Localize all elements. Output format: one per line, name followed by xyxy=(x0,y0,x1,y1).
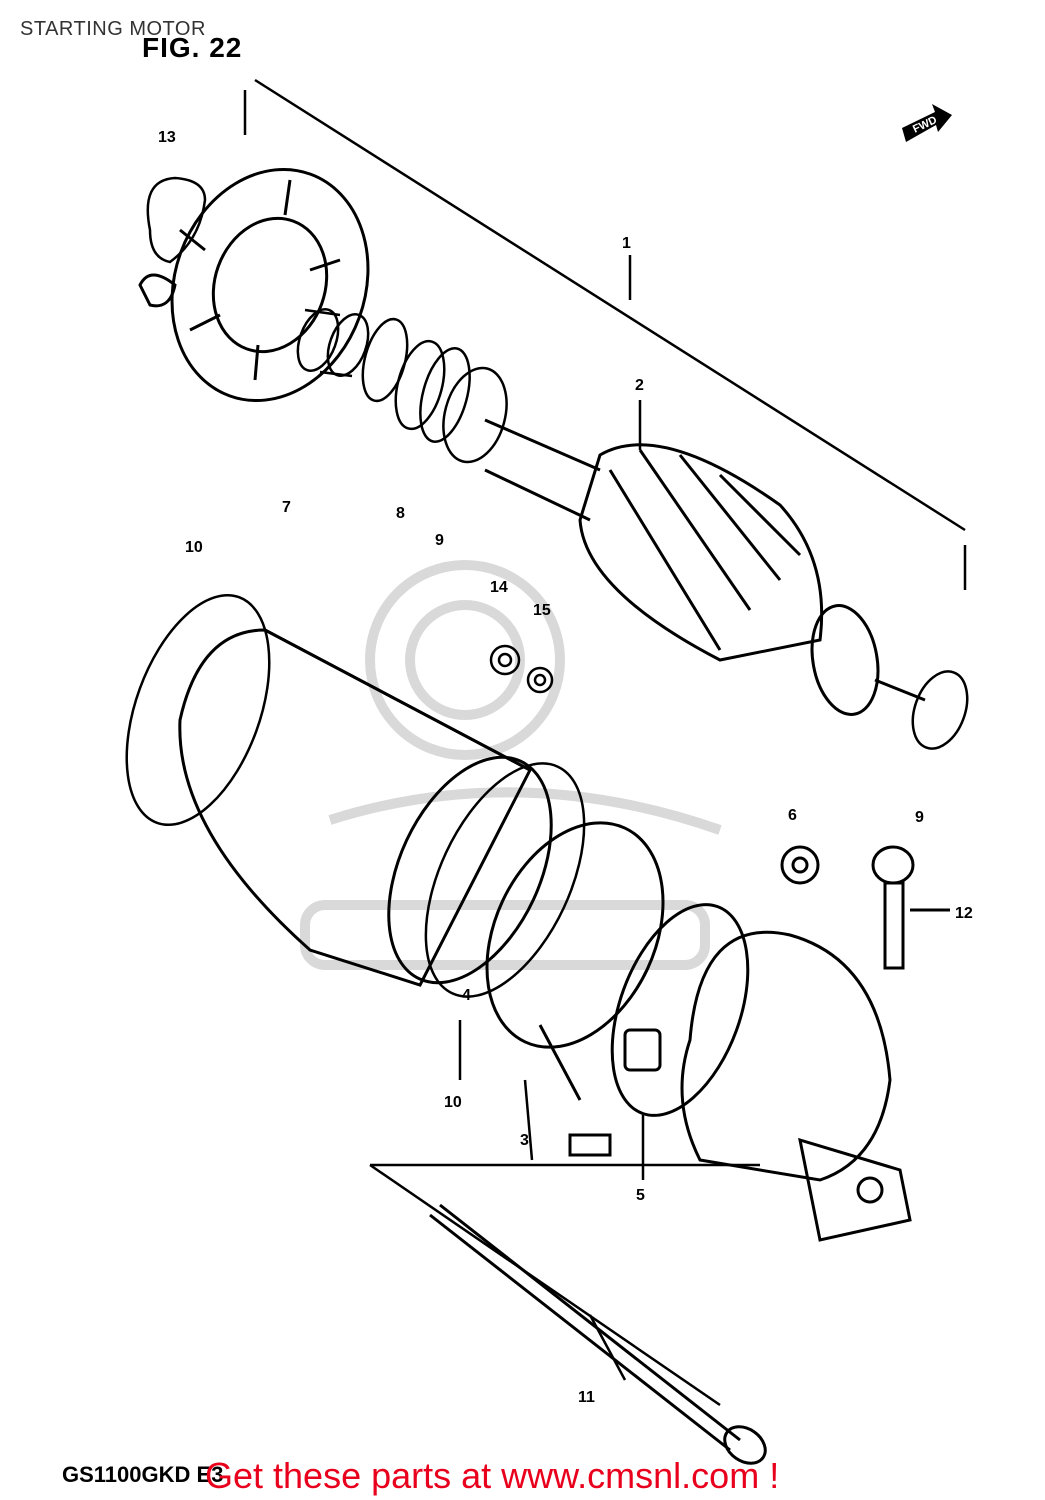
terminal-6 xyxy=(780,845,820,885)
callout-15: 15 xyxy=(533,602,551,619)
armature-2 xyxy=(484,418,926,716)
callout-11: 11 xyxy=(578,1389,595,1406)
callout-7: 7 xyxy=(282,499,291,516)
o-ring-13 xyxy=(146,176,207,264)
washer-15 xyxy=(526,666,554,694)
callout-2: 2 xyxy=(635,377,644,394)
assembly-bracket-1 xyxy=(243,78,967,590)
washers-8-9 xyxy=(361,317,508,464)
callout-9b: 9 xyxy=(915,809,924,826)
callout-5: 5 xyxy=(636,1187,645,1204)
callout-14: 14 xyxy=(490,579,508,596)
get-parts-link[interactable]: Get these parts at www.cmsnl.com ! xyxy=(205,1455,780,1496)
watermark-logo xyxy=(300,560,722,970)
fwd-arrow-icon: FWD xyxy=(902,104,952,142)
callout-8: 8 xyxy=(396,505,405,522)
through-bolt-11 xyxy=(429,1203,767,1465)
front-housing xyxy=(138,167,370,403)
o-ring-10a xyxy=(125,594,271,826)
brush-holder-3 xyxy=(485,821,665,1157)
yoke-housing xyxy=(178,628,553,987)
figure-number: FIG. 22 xyxy=(142,32,243,63)
page-title: STARTING MOTOR xyxy=(20,18,206,40)
callout-10a: 10 xyxy=(185,539,203,556)
o-ring-10b xyxy=(424,762,586,998)
fwd-label: FWD xyxy=(911,114,939,135)
callout-10b: 10 xyxy=(444,1094,462,1111)
callout-3: 3 xyxy=(520,1132,529,1149)
brush-plate-5 xyxy=(610,903,750,1117)
leader-lines xyxy=(369,400,760,1407)
nut-14 xyxy=(489,644,521,676)
screw-12 xyxy=(871,845,950,970)
bearing-7 xyxy=(296,308,370,378)
callout-13: 13 xyxy=(158,129,176,146)
rear-cover xyxy=(680,930,912,1242)
callout-6: 6 xyxy=(788,807,797,824)
washer-9b xyxy=(911,670,969,750)
model-code: GS1100GKD E3 xyxy=(62,1462,224,1487)
callout-4: 4 xyxy=(462,987,471,1004)
callout-1: 1 xyxy=(622,235,631,252)
callout-12: 12 xyxy=(955,905,973,922)
callout-9a: 9 xyxy=(435,532,444,549)
